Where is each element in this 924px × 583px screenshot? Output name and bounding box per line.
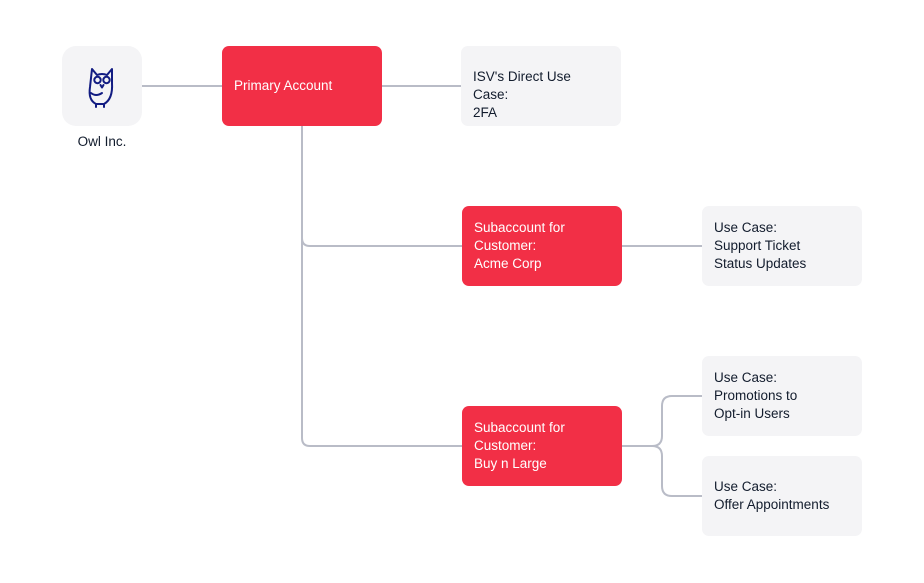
subaccount-bnl-node: Subaccount for Customer: Buy n Large	[462, 406, 622, 486]
subaccount-bnl-line2: Customer:	[474, 438, 537, 453]
acme-use-case-line2: Support Ticket	[714, 238, 801, 253]
bnl-use-case-2-line1: Use Case:	[714, 479, 778, 494]
isv-use-case-node: ISV's Direct Use Case: 2FA	[461, 46, 621, 126]
connector-primary-acme	[301, 126, 462, 247]
isv-use-case-line2: 2FA	[473, 105, 498, 120]
bnl-use-case-promotions-node: Use Case: Promotions to Opt-in Users	[702, 356, 862, 436]
isv-use-case-line1: ISV's Direct Use Case:	[473, 69, 571, 102]
bnl-use-case-1-line3: Opt-in Users	[714, 406, 790, 421]
bnl-use-case-1-line1: Use Case:	[714, 370, 778, 385]
company-logo	[62, 46, 142, 126]
acme-use-case-node: Use Case: Support Ticket Status Updates	[702, 206, 862, 286]
primary-account-label: Primary Account	[234, 78, 333, 93]
acme-use-case-line1: Use Case:	[714, 220, 778, 235]
owl-icon	[88, 68, 114, 108]
subaccount-acme-node: Subaccount for Customer: Acme Corp	[462, 206, 622, 286]
bnl-use-case-appointments-node: Use Case: Offer Appointments	[702, 456, 862, 536]
subaccount-bnl-line1: Subaccount for	[474, 420, 565, 435]
connector-bnl-usecase-1	[622, 395, 702, 447]
subaccount-acme-line1: Subaccount for	[474, 220, 565, 235]
connector-bnl-usecase-2	[651, 445, 702, 497]
subaccount-acme-line2: Customer:	[474, 238, 537, 253]
bnl-use-case-1-line2: Promotions to	[714, 388, 798, 403]
bnl-use-case-2-line2: Offer Appointments	[714, 497, 830, 512]
connector-primary-bnl	[301, 238, 462, 447]
subaccount-bnl-line3: Buy n Large	[474, 456, 547, 471]
acme-use-case-line3: Status Updates	[714, 256, 807, 271]
subaccount-acme-line3: Acme Corp	[474, 256, 542, 271]
primary-account-node: Primary Account	[222, 46, 382, 126]
company-name: Owl Inc.	[77, 134, 127, 149]
